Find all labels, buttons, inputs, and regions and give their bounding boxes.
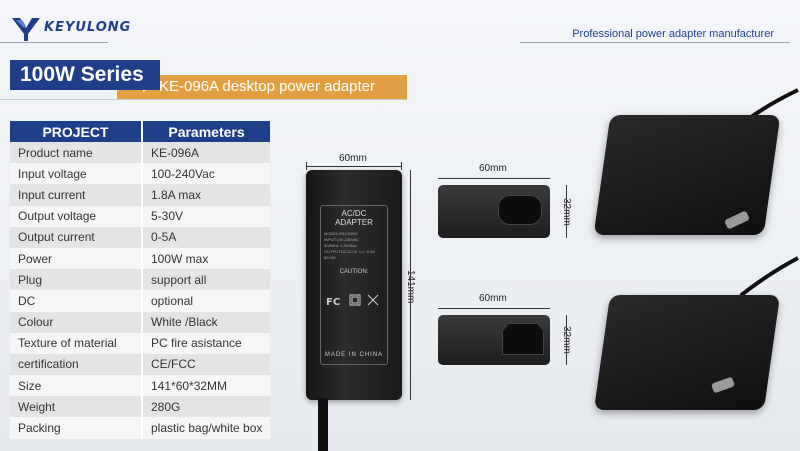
row-value: CE/FCC: [142, 353, 270, 376]
label-caution: CAUTION:: [339, 269, 369, 275]
model-banner: KE-096A desktop power adapter: [117, 75, 407, 99]
row-value: 141*60*32MM: [142, 375, 270, 397]
dim-line-top-width: [306, 166, 402, 167]
label-line: OUTPUT:DC12.0V === 5.0A: [324, 249, 375, 254]
power-cord-icon: [740, 256, 799, 298]
row-value: 280G: [142, 396, 270, 418]
series-title: 100W Series: [10, 60, 160, 90]
dim-line-side2-h: [566, 315, 567, 365]
certification-marks-icon: FC: [326, 294, 379, 308]
banner-rule: [0, 99, 407, 100]
dim-line-side1: [438, 178, 550, 179]
row-label: Output voltage: [10, 205, 143, 227]
row-label: Input current: [10, 184, 143, 206]
row-label: Input voltage: [10, 163, 143, 185]
row-value: PC fire asistance: [142, 332, 270, 354]
dim-top-width: 60mm: [339, 153, 367, 164]
label-title: AC/DC ADAPTER: [335, 209, 373, 227]
dim-line-side1-h: [566, 185, 567, 238]
table-header-row: PROJECT Parameters: [10, 121, 270, 142]
row-value: 1.8A max: [142, 184, 270, 206]
dc-cable: [318, 398, 328, 451]
row-value: KE-096A: [142, 142, 270, 164]
dim-tick: [306, 162, 307, 170]
adapter-perspective-view-1: [593, 115, 781, 235]
row-label: Packing: [10, 417, 143, 439]
row-label: Weight: [10, 396, 143, 418]
row-label: Output current: [10, 226, 143, 248]
tagline: Professional power adapter manufacturer: [572, 28, 774, 40]
c8-socket-icon: [498, 195, 542, 225]
adapter-side-view-c8: [438, 185, 550, 238]
row-label: certification: [10, 353, 143, 376]
row-value: optional: [142, 290, 270, 312]
keyulong-logo-icon: [12, 18, 40, 41]
dim-side2-width: 60mm: [479, 293, 507, 304]
row-label: Power: [10, 247, 143, 270]
svg-text:FC: FC: [326, 297, 340, 308]
brand-logo: KEYULONG: [10, 14, 130, 42]
header-divider-left: [0, 42, 108, 43]
adapter-label: AC/DC ADAPTER MODEL:E5120000 INPUT:100-2…: [320, 205, 388, 365]
brand-name: KEYULONG: [44, 20, 132, 35]
row-value: plastic bag/white box: [142, 417, 270, 439]
row-label: Texture of material: [10, 332, 143, 354]
row-label: Size: [10, 375, 143, 397]
label-line: 60.0W: [324, 255, 336, 260]
row-label: DC: [10, 290, 143, 312]
label-line: INPUT:100-240VAC: [324, 237, 360, 242]
dim-line-side2: [438, 308, 550, 309]
header-project: PROJECT: [10, 121, 143, 142]
row-value: 5-30V: [142, 205, 270, 227]
dim-line-top-length: [410, 170, 411, 400]
c14-socket-icon: [502, 323, 544, 355]
dim-side1-width: 60mm: [479, 163, 507, 174]
model-title: KE-096A desktop power adapter: [159, 78, 375, 95]
label-made-in: MADE IN CHINA: [324, 352, 384, 358]
label-line: MODEL:E5120000: [324, 231, 358, 236]
adapter-top-view: AC/DC ADAPTER MODEL:E5120000 INPUT:100-2…: [306, 170, 402, 400]
header-divider: [520, 42, 790, 43]
dim-tick: [401, 162, 402, 170]
adapter-side-view-c14: [438, 315, 550, 365]
header-parameters: Parameters: [142, 121, 270, 142]
row-label: Product name: [10, 142, 143, 164]
row-value: White /Black: [142, 311, 270, 333]
row-label: Plug: [10, 269, 143, 291]
row-value: 100W max: [142, 247, 270, 270]
adapter-perspective-view-2: [593, 295, 781, 410]
row-label: Colour: [10, 311, 143, 333]
row-value: support all: [142, 269, 270, 291]
row-value: 0-5A: [142, 226, 270, 248]
label-line: 50/60Hz 1.2A Max: [324, 243, 357, 248]
row-value: 100-240Vac: [142, 163, 270, 185]
